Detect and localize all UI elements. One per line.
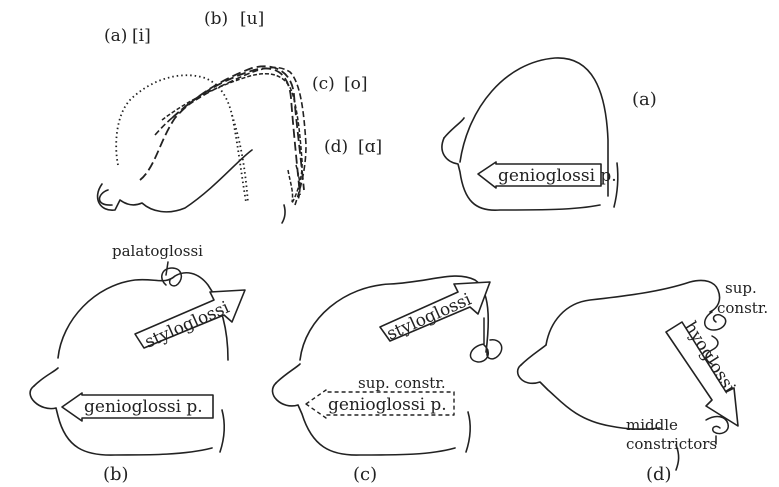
panel-a-label: (a) [632, 89, 657, 110]
panel-b-pharynx [220, 410, 224, 452]
panel-c-sup-constr-label: sup. constr. [358, 374, 446, 392]
panel-d-middle-label-2: constrictors [626, 435, 717, 453]
panel-a-genioglossi-label: genioglossi p. [498, 166, 617, 186]
panel-d-middle-constr-curl [706, 417, 728, 434]
panel-c-sup-constr-curl [470, 318, 501, 362]
vowel-a-symbol: [i] [132, 26, 151, 46]
panel-c-pharynx [466, 412, 470, 452]
panel-c-lip-outline [276, 364, 300, 383]
vowel-b-symbol: [u] [240, 9, 264, 29]
panel-c-styloglossi-label: styloglossi [384, 289, 475, 344]
tongue-shape-u-inner [172, 68, 300, 195]
panel-d-lip-outline [521, 345, 546, 365]
vowel-c-symbol: [o] [344, 74, 368, 94]
panel-d-label: (d) [646, 464, 672, 485]
panel-b-figure: styloglossi genioglossi p. palatoglossi … [30, 242, 245, 485]
tongue-shape-o [155, 67, 306, 205]
panel-d-sup-constr-label-2: constr. [717, 299, 768, 317]
panel-d-figure: hyoglossi sup. constr. middle constricto… [518, 279, 768, 485]
panel-b-label: (b) [103, 464, 129, 485]
tongue-shape-i-back [232, 115, 246, 202]
tongue-shape-a [162, 74, 302, 203]
panel-d-middle-label-1: middle [626, 416, 678, 434]
panel-c-label: (c) [353, 464, 377, 485]
vowel-c-label: (c) [312, 74, 335, 94]
panel-c-figure: styloglossi genioglossi p. sup. constr. … [272, 276, 501, 485]
panel-b-palatoglossi-label: palatoglossi [112, 242, 203, 260]
vowel-d-label: (d) [324, 137, 348, 157]
panel-a-figure: genioglossi p. (a) [442, 58, 657, 210]
panel-c-genioglossi-label: genioglossi p. [328, 395, 447, 415]
panel-d-sup-constr-label-1: sup. [725, 279, 757, 297]
vowel-b-label: (b) [204, 9, 228, 29]
jaw-outline [98, 150, 252, 212]
vowel-d-symbol: [ɑ] [358, 137, 382, 157]
panel-a-lip-outline [444, 118, 464, 138]
tongue-shape-i [116, 75, 248, 203]
vowel-a-label: (a) [104, 26, 127, 46]
pharynx-wall [282, 205, 285, 223]
panel-b-lip-outline [34, 368, 58, 386]
vowel-tongue-shapes-figure: (a) [i] (b) [u] (c) [o] (d) [ɑ] [98, 9, 383, 223]
panel-b-genioglossi-label: genioglossi p. [84, 397, 203, 417]
lip-outline [100, 190, 113, 205]
